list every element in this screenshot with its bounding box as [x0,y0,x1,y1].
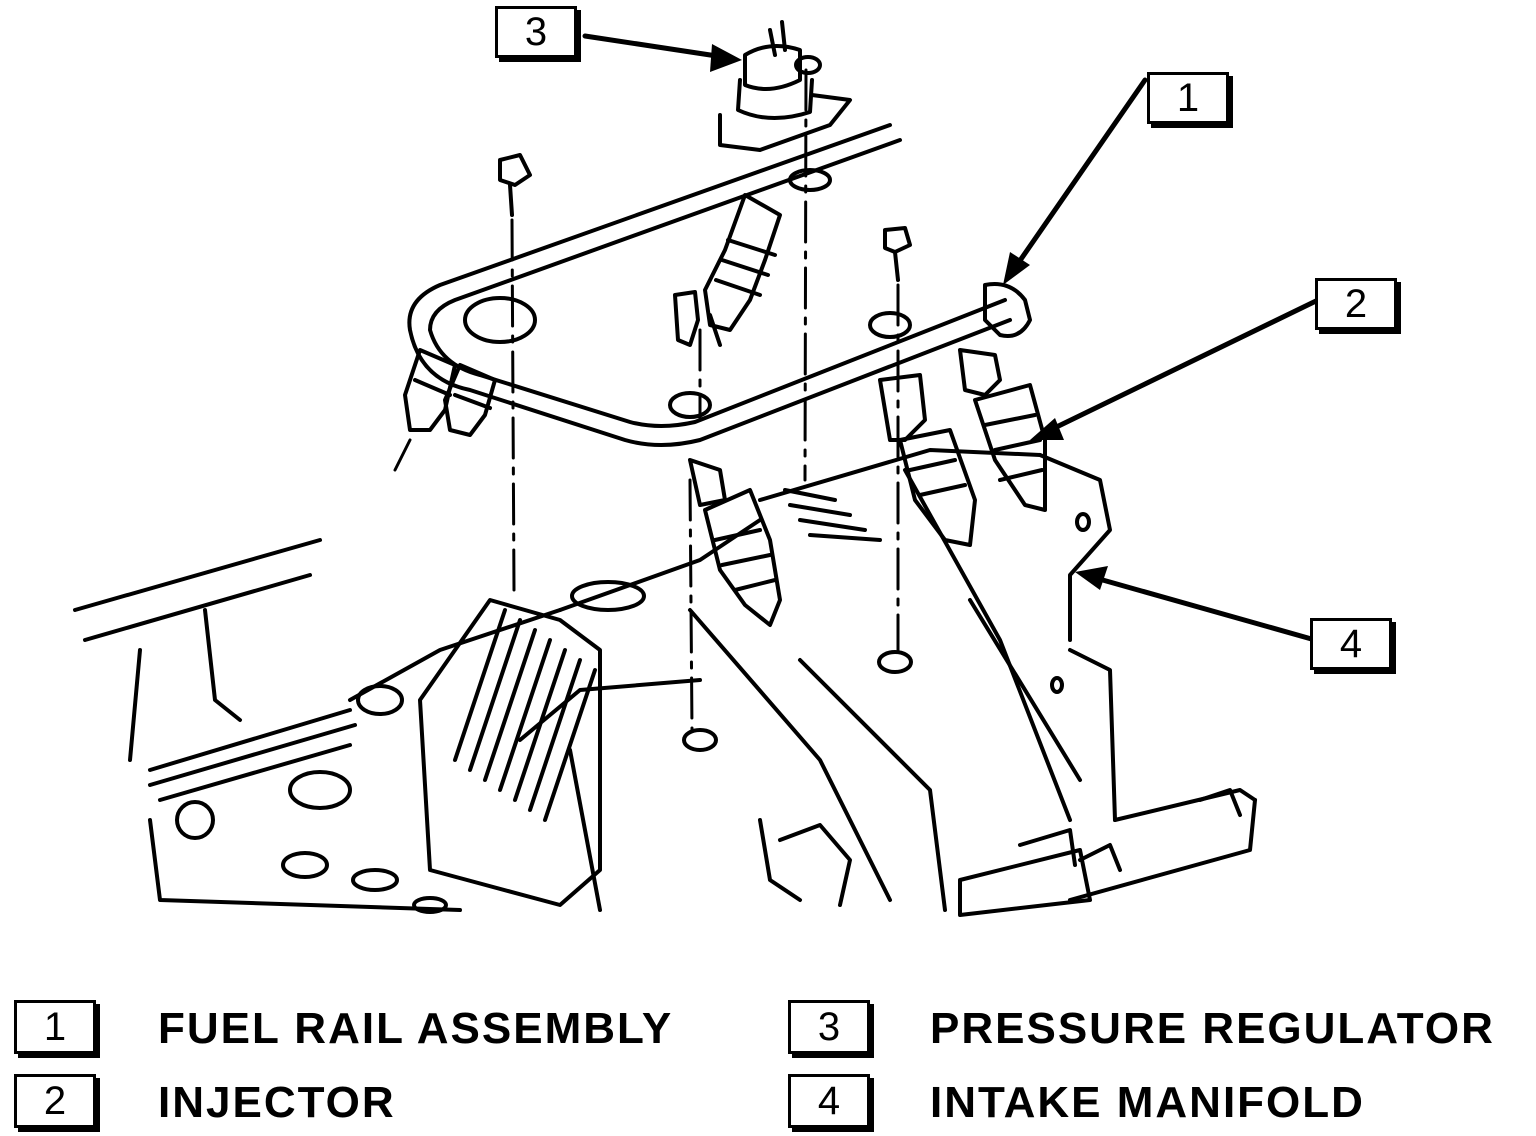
leader-arrows [582,33,1321,643]
leader-4 [1082,572,1318,643]
injectors [403,193,1047,627]
leader-3 [582,33,733,61]
legend-label-4: INTAKE MANIFOLD [930,1078,1365,1127]
pressure-regulator [718,20,852,152]
leader-2 [1037,297,1321,438]
callout-4: 4 [1310,618,1392,670]
arrowheads [710,44,1108,590]
legend-label-1: FUEL RAIL ASSEMBLY [158,1004,674,1053]
callout-3: 3 [495,6,577,58]
legend-label-3: PRESSURE REGULATOR [930,1004,1495,1053]
leader-1 [1007,77,1148,278]
legend-label-2: INJECTOR [158,1078,396,1127]
plenum-fins [418,488,882,907]
callout-2: 2 [1315,278,1397,330]
bolts [498,153,912,347]
callout-1: 1 [1147,72,1229,124]
legend-number-4: 4 [788,1074,870,1128]
intake-manifold [73,448,1257,917]
fuel-rail [407,123,1032,447]
legend-number-1: 1 [14,1000,96,1054]
legend-number-2: 2 [14,1074,96,1128]
legend-number-3: 3 [788,1000,870,1054]
alignment-lines [393,68,900,732]
